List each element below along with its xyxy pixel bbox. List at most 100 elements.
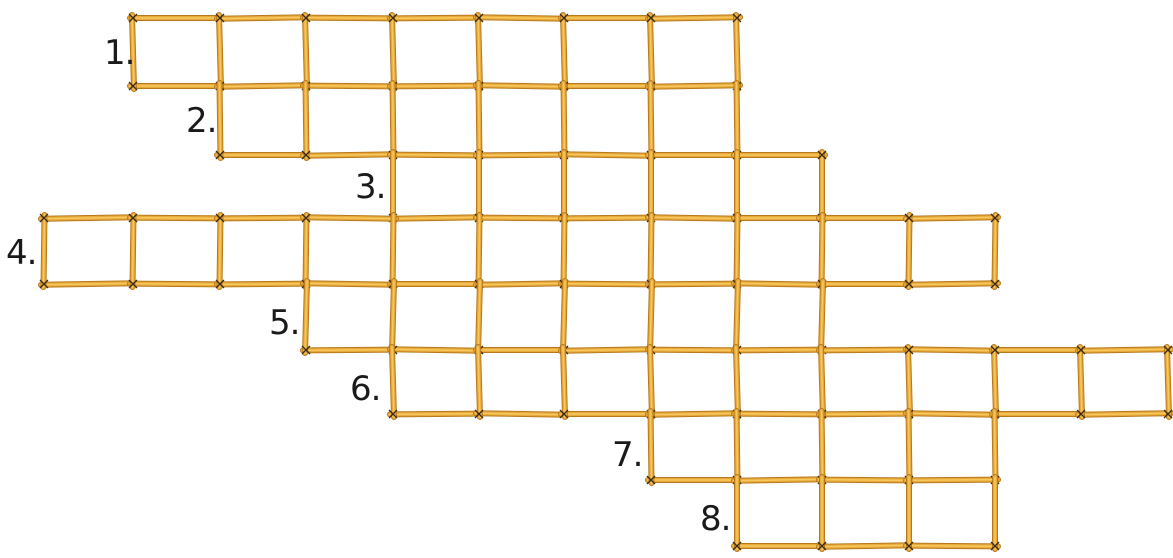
stick-vertical — [737, 411, 738, 483]
stick-horizontal — [217, 17, 309, 19]
stick-vertical — [563, 15, 565, 89]
stick-horizontal — [390, 18, 482, 19]
row-number-8: 8. — [700, 502, 730, 536]
stick-vertical — [1167, 347, 1169, 417]
stick-vertical — [651, 411, 652, 483]
stick-horizontal — [1078, 349, 1171, 351]
stick-vertical — [479, 215, 480, 287]
stick-vertical — [737, 83, 738, 158]
stick-horizontal — [734, 479, 825, 481]
stick-horizontal — [41, 217, 136, 219]
stick-vertical — [305, 15, 307, 89]
stick-vertical — [563, 347, 565, 417]
stick-vertical — [995, 411, 996, 483]
stick-vertical — [220, 83, 221, 158]
stick-horizontal — [476, 283, 567, 285]
stick-vertical — [822, 215, 823, 287]
stick-horizontal — [390, 155, 482, 156]
stick-horizontal — [130, 284, 223, 285]
stick-vertical — [393, 83, 394, 158]
stick-vertical — [133, 215, 134, 287]
stick-vertical — [821, 281, 823, 353]
stick-horizontal — [217, 284, 309, 285]
stick-horizontal — [906, 349, 998, 351]
stick-horizontal — [561, 218, 654, 219]
row-number-6: 6. — [350, 372, 380, 406]
stick-horizontal — [303, 154, 396, 156]
stick-horizontal — [390, 414, 482, 415]
stick-vertical — [564, 83, 565, 158]
row-number-1: 1. — [104, 36, 134, 70]
stick-horizontal — [130, 218, 223, 219]
stick-vertical — [392, 281, 394, 353]
stick-horizontal — [906, 413, 998, 415]
stick-horizontal — [303, 350, 396, 351]
stick-horizontal — [303, 217, 396, 219]
stick-horizontal — [906, 283, 998, 285]
stick-horizontal — [819, 545, 912, 547]
stick-horizontal — [906, 546, 998, 547]
stick-horizontal — [561, 284, 654, 285]
stick-vertical — [909, 215, 910, 287]
stick-vertical — [736, 15, 738, 89]
stick-horizontal — [819, 350, 912, 351]
stick-vertical — [220, 215, 221, 287]
stick-vertical — [822, 411, 823, 483]
stick-horizontal — [217, 218, 309, 219]
stick-horizontal — [648, 17, 740, 19]
stick-vertical — [478, 281, 480, 353]
stick-horizontal — [648, 85, 740, 87]
stick-vertical — [908, 347, 910, 417]
stick-vertical — [393, 215, 394, 287]
stick-vertical — [995, 215, 996, 287]
stick-vertical — [306, 215, 307, 287]
stick-horizontal — [819, 414, 912, 415]
stick-vertical — [392, 347, 394, 417]
stick-vertical — [650, 347, 652, 417]
stick-horizontal — [648, 350, 740, 351]
stick-vertical — [650, 15, 652, 89]
stick-vertical — [478, 347, 480, 417]
stick-vertical — [564, 215, 565, 287]
stick-vertical — [651, 83, 652, 158]
stick-horizontal — [906, 217, 998, 219]
stick-horizontal — [303, 283, 396, 285]
stick-horizontal — [734, 414, 825, 415]
stick-horizontal — [41, 283, 136, 285]
row-number-3: 3. — [355, 170, 385, 204]
stick-vertical — [651, 215, 652, 287]
stick-horizontal — [819, 480, 912, 481]
stick-vertical — [650, 281, 652, 353]
stick-vertical — [736, 347, 738, 417]
stick-vertical — [1080, 347, 1082, 417]
stick-horizontal — [906, 480, 998, 481]
stick-horizontal — [734, 350, 825, 351]
stick-horizontal — [734, 283, 825, 285]
stick-horizontal — [561, 349, 654, 351]
stick-vertical — [44, 215, 45, 287]
stick-horizontal — [476, 85, 567, 87]
stick-horizontal — [303, 86, 396, 87]
stick-vertical — [306, 83, 307, 158]
stick-vertical — [563, 281, 565, 353]
stick-horizontal — [1078, 413, 1171, 415]
stick-horizontal — [648, 413, 740, 415]
stick-horizontal — [648, 284, 740, 285]
stick-horizontal — [390, 349, 482, 351]
row-number-7: 7. — [612, 438, 642, 472]
stick-horizontal — [217, 85, 309, 87]
row-number-4: 4. — [6, 236, 36, 270]
stick-horizontal — [476, 413, 567, 415]
stick-horizontal — [648, 217, 740, 219]
stick-horizontal — [390, 217, 482, 219]
row-number-5: 5. — [269, 306, 299, 340]
stick-vertical — [478, 15, 480, 89]
stick-horizontal — [303, 18, 396, 19]
stick-vertical — [736, 281, 738, 353]
stick-horizontal — [390, 86, 482, 87]
stick-horizontal — [476, 218, 567, 219]
stick-horizontal — [476, 17, 567, 19]
stick-vertical — [392, 15, 394, 89]
